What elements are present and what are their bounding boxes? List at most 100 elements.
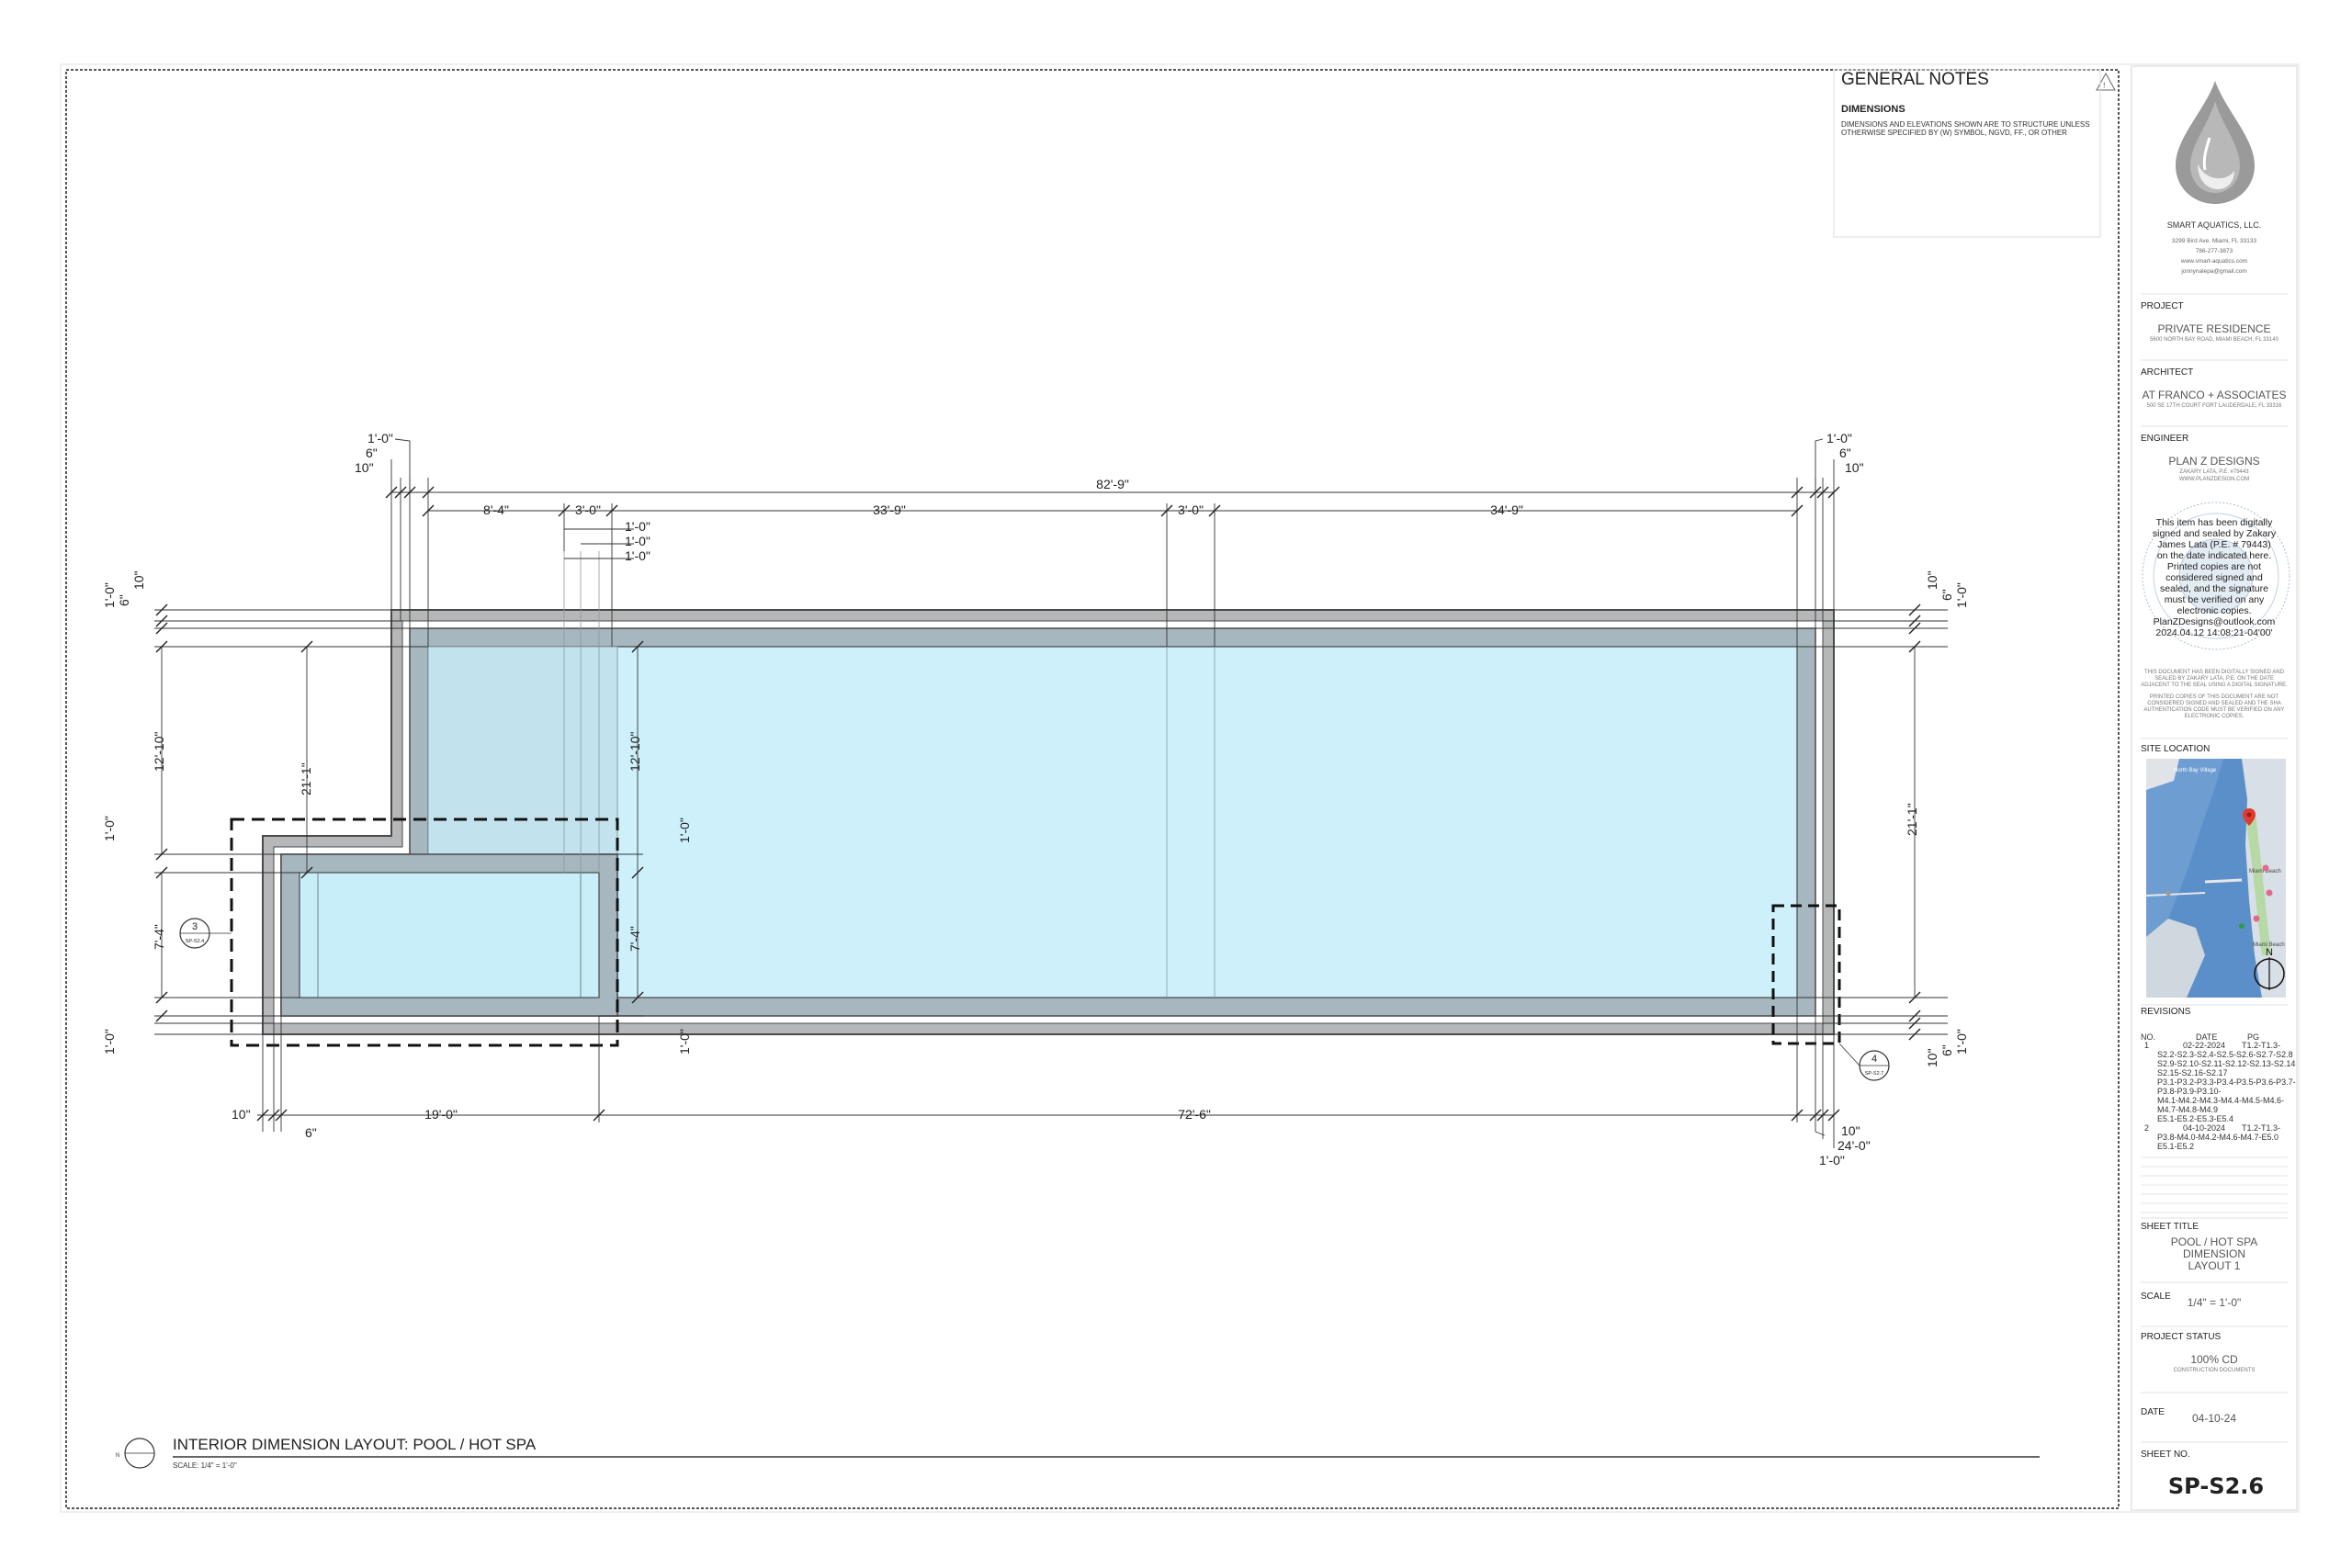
svg-text:!: ! (2103, 81, 2106, 90)
north-indicator-icon: N (116, 1438, 155, 1469)
general-notes: GENERAL NOTES DIMENSIONS DIMENSIONS AND … (1833, 69, 2101, 238)
disclaimer-line-1: THIS DOCUMENT HAS BEEN DIGITALLY SIGNED … (2144, 670, 2285, 675)
dim-right-1: 10" (1925, 570, 1939, 590)
dim-left-top-1: 1'-0" (102, 582, 117, 608)
dimensions-note-line-2: OTHERWISE SPECIFIED BY (W) SYMBOL, NGVD,… (1841, 129, 2067, 137)
engineer-line-2: WWW.PLANZDESIGN.COM (2179, 477, 2249, 482)
dim-bottom-right-2: 24'-0" (1838, 1138, 1871, 1153)
water-drop-logo (2176, 81, 2255, 204)
revision-1-line-8: M4.7-M4.8-M4.9 (2157, 1105, 2218, 1114)
dimensions-note-line-1: DIMENSIONS AND ELEVATIONS SHOWN ARE TO S… (1841, 120, 2090, 129)
dim-small-stack-3: 1'-0" (625, 548, 650, 563)
scale-label: SCALE (2141, 1292, 2171, 1302)
site-location-map: North Bay Village Miami Beach Miami Beac… (2145, 759, 2286, 998)
revisions-header-date: DATE (2196, 1032, 2217, 1042)
sheet-no-label: SHEET NO. (2141, 1450, 2190, 1460)
pool-plan: 3 SP-S2.4 4 SP-S2.7 (179, 551, 1890, 1081)
north-indicator-label: N (116, 1453, 119, 1459)
revision-1-no: 1 (2144, 1041, 2149, 1050)
revision-1-line-6: P3.8-P3.9-P3.10- (2157, 1087, 2222, 1096)
sheet-border (60, 63, 2300, 1513)
dim-segment-5: 34'-9" (1490, 502, 1523, 517)
revision-2-line-1: T1.2-T1.3- (2242, 1123, 2280, 1133)
scale-value: 1/4" = 1'-0" (2188, 1296, 2242, 1309)
revision-2-date: 04-10-2024 (2183, 1123, 2225, 1133)
dim-top-right-1: 1'-0" (1826, 431, 1852, 446)
seal-line-10: PlanZDesigns@outlook.com (2154, 616, 2276, 627)
dim-right-height: 21'-1" (1905, 803, 1919, 836)
sheet-title-line-1: POOL / HOT SPA (2171, 1235, 2257, 1248)
spa-water (299, 872, 600, 998)
sheet-title-line-2: DIMENSION (2183, 1247, 2245, 1260)
dim-spa-inner-wall-bottom: 1'-0" (677, 1029, 692, 1055)
disclaimer-line-5: CONSIDERED SIGNED AND SEALED AND THE SHA (2147, 701, 2281, 706)
dim-right-bottom-1: 10" (1925, 1048, 1939, 1067)
detail-callout-3-number: 3 (192, 921, 198, 932)
detail-callout-3-sheet: SP-S2.4 (186, 939, 204, 944)
revision-1-line-7: M4.1-M4.2-M4.3-M4.4-M4.5-M4.6- (2157, 1096, 2284, 1105)
date-value: 04-10-24 (2192, 1412, 2236, 1425)
dim-right-2: 6" (1939, 589, 1954, 601)
title-block: SMART AQUATICS, LLC. 3299 Bird Ave. Miam… (2141, 81, 2296, 1499)
pool-shallow-step (427, 646, 618, 874)
dim-pool-length: 72'-6" (1178, 1107, 1211, 1122)
revision-2-line-3: E5.1-E5.2 (2157, 1142, 2194, 1151)
poi-marker-3 (2253, 915, 2260, 922)
dim-top-left-3: 10" (355, 460, 374, 475)
dim-spa-inner-wall-top: 1'-0" (677, 818, 692, 843)
dimensions-heading: DIMENSIONS (1841, 104, 1905, 115)
poi-marker-2 (2266, 889, 2273, 897)
dim-small-stack-2: 1'-0" (625, 534, 650, 548)
architect-label: ARCHITECT (2141, 367, 2193, 378)
dim-left-top-3: 10" (131, 570, 146, 590)
seal-line-11: 2024.04.12 14:08:21-04'00' (2155, 627, 2272, 638)
seal-line-7: sealed, and the signature (2160, 583, 2268, 594)
dim-top-right-2: 6" (1839, 446, 1851, 460)
seal-line-9: electronic copies. (2177, 605, 2251, 616)
revision-1-line-1: T1.2-T1.3- (2242, 1041, 2280, 1050)
revision-2-line-2: P3.8-M4.0-M4.2-M4.6-M4.7-E5.0 (2157, 1133, 2278, 1142)
project-status-value: 100% CD (2190, 1353, 2238, 1366)
dim-segment-4: 3'-0" (1178, 502, 1204, 517)
seal-line-3: James Lata (P.E. # 79443) (2157, 539, 2271, 550)
engineer-line-1: ZAKARY LATA, P.E. #79443 (2179, 469, 2249, 475)
date-label: DATE (2141, 1407, 2165, 1417)
dim-left-top-2: 6" (117, 594, 131, 606)
dim-top-left-2: 6" (366, 446, 378, 460)
dim-segment-1: 8'-4" (483, 502, 509, 517)
company-name: SMART AQUATICS, LLC. (2167, 220, 2262, 230)
dim-spa-length: 19'-0" (424, 1107, 458, 1122)
titleblock-border (2131, 65, 2298, 1511)
revisions-header-no: NO. (2141, 1032, 2155, 1042)
drawing-title-block: N INTERIOR DIMENSION LAYOUT: POOL / HOT … (116, 1436, 2040, 1470)
project-name: PRIVATE RESIDENCE (2158, 322, 2271, 335)
poi-marker-4 (2239, 923, 2245, 929)
company-web: www.smart-aquatics.com (2180, 258, 2247, 265)
revision-1-line-3: S2.9-S2.10-S2.11-S2.12-S2.13-S2.14 (2157, 1059, 2295, 1068)
disclaimer-line-4: PRINTED COPIES OF THIS DOCUMENT ARE NOT (2150, 694, 2278, 700)
detail-callout-4-number: 4 (1871, 1054, 1877, 1065)
detail-callout-4[interactable]: 4 SP-S2.7 (1838, 1043, 1890, 1081)
revision-1-line-2: S2.2-S2.3-S2.4-S2.5-S2.6-S2.7-S2.8 (2157, 1050, 2293, 1059)
dim-right-bottom-2: 6" (1939, 1044, 1954, 1056)
poi-marker-1 (2262, 864, 2269, 872)
detail-callout-3[interactable]: 3 SP-S2.4 (179, 918, 232, 949)
project-label: PROJECT (2141, 301, 2184, 311)
warning-triangle-icon: ! (2096, 72, 2116, 91)
company-phone: 786-277-3873 (2196, 248, 2233, 254)
dim-top-right-3: 10" (1845, 460, 1864, 475)
disclaimer-line-3: ADJACENT TO THE SEAL USING A DIGITAL SIG… (2141, 682, 2288, 688)
dim-spa-wall-b: 1'-0" (102, 1029, 117, 1055)
dim-right-bottom-3: 1'-0" (1954, 1029, 1969, 1055)
dim-bottom-left-2: 6" (305, 1125, 317, 1140)
dim-bottom-right-3: 1'-0" (1819, 1153, 1845, 1168)
seal-line-5: Printed copies are not (2167, 561, 2261, 572)
seal-line-8: must be verified on any (2165, 594, 2265, 605)
drawing-scale-note: SCALE: 1/4" = 1'-0" (173, 1461, 237, 1470)
seal-line-4: on the date indicated here. (2157, 550, 2271, 561)
detail-callout-4-sheet: SP-S2.7 (1865, 1071, 1883, 1077)
engineer-name: PLAN Z DESIGNS (2168, 455, 2259, 468)
seal-line-1: This item has been digitally (2156, 517, 2273, 528)
dim-segment-2: 3'-0" (575, 502, 601, 517)
